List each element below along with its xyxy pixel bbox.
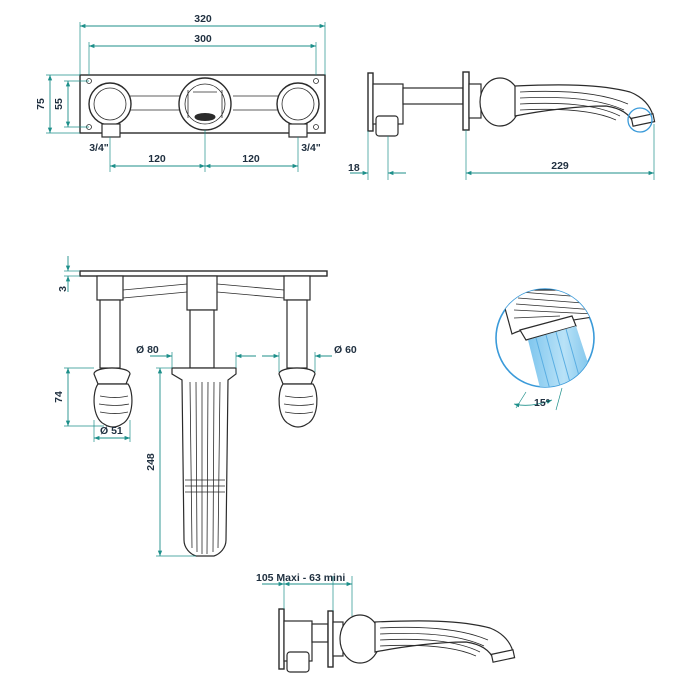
side-connector [402, 87, 464, 105]
dim-diameter-80: Ø 80 [136, 344, 159, 356]
dim-300: 300 [194, 33, 212, 45]
spout-front [171, 367, 237, 557]
aerator-detail: 15° [495, 288, 595, 411]
dim-320: 320 [194, 13, 212, 25]
right-handle-rosette [276, 82, 320, 126]
elevation-plate [79, 270, 328, 277]
dim-75: 75 [35, 98, 47, 110]
spout-stem [189, 309, 215, 369]
angle-15: 15° [534, 397, 550, 409]
water-stream [528, 326, 594, 387]
thread-left-label: 3/4" [89, 142, 109, 154]
dim-diameter-51: Ø 51 [100, 425, 123, 437]
side-plate [367, 72, 374, 132]
elevation-view: 3 Ø 80 Ø 60 74 Ø 51 248 [53, 256, 357, 557]
dim-diameter-60: Ø 60 [334, 344, 357, 356]
dim-120-left: 120 [148, 153, 166, 165]
spout-rosette [178, 77, 232, 131]
left-handle-cap [93, 367, 131, 385]
dim-229: 229 [551, 160, 569, 172]
dim-248: 248 [145, 453, 157, 471]
right-valve-stem [286, 299, 308, 369]
thread-right-label: 3/4" [301, 142, 321, 154]
dim-55: 55 [53, 98, 65, 110]
spout-base-knob [479, 77, 521, 127]
dim-18: 18 [348, 162, 360, 174]
spout-rosette-side [462, 71, 470, 131]
left-inlet [101, 123, 121, 138]
screw-hole [313, 78, 319, 84]
left-handle-rosette [88, 82, 132, 126]
front-view: 320 300 75 55 3/4" 3/4" 120 120 [35, 13, 326, 172]
bottom-side-view: 105 Maxi - 63 mini [256, 572, 516, 673]
right-inlet [288, 123, 308, 138]
aerator-detail-circle [627, 107, 653, 133]
right-handle-cap [278, 367, 316, 385]
bottom-spout-knob [339, 614, 381, 664]
side-view: 18 229 [348, 71, 656, 180]
dim-74: 74 [53, 391, 65, 403]
bottom-plate [278, 608, 285, 670]
left-valve-stem [99, 299, 121, 369]
dim-3: 3 [57, 286, 69, 292]
dim-projection: 105 Maxi - 63 mini [256, 572, 345, 584]
bottom-rosette [327, 610, 334, 668]
dim-120-right: 120 [242, 153, 260, 165]
screw-hole [313, 124, 319, 130]
